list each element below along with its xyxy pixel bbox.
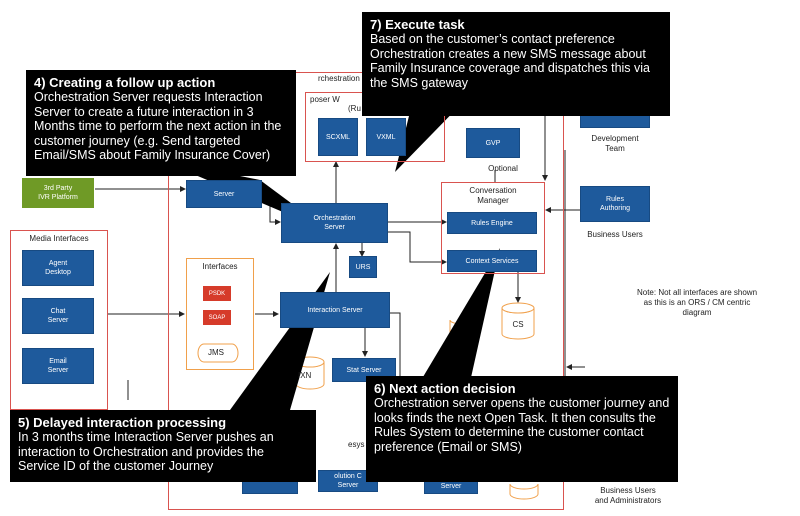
business-users-label: Business Users [587, 230, 643, 239]
callout-step-7-title: 7) Execute task [370, 17, 465, 32]
composer-partial2: (Ru [348, 104, 361, 113]
callout-step-7-body: Based on the customer’s contact preferen… [370, 32, 651, 90]
bottom-partial-1: esys P [348, 440, 373, 449]
vxml-box: VXML [366, 118, 406, 156]
gvp-box: GVP [466, 128, 520, 158]
cs-database-top [501, 302, 535, 314]
callout-step-7: 7) Execute task Based on the customer’s … [362, 12, 670, 116]
scxml-box: SCXML [318, 118, 358, 156]
frame-partial-title: rchestration [318, 74, 360, 83]
ixn-label: IXN [298, 371, 312, 380]
soap-tag: SOAP [203, 310, 231, 325]
callout-step-4-title: 4) Creating a follow up action [34, 75, 216, 90]
optional-label: Optional [488, 164, 518, 173]
rules-authoring: Rules Authoring [580, 186, 650, 222]
rules-engine: Rules Engine [447, 212, 537, 234]
callout-step-6-body: Orchestration server opens the customer … [374, 396, 670, 454]
interfaces-frame [186, 258, 254, 370]
cs-label: CS [512, 320, 524, 329]
interaction-server: Interaction Server [280, 292, 390, 328]
conversation-manager-frame [441, 182, 545, 274]
agent-desktop: Agent Desktop [22, 250, 94, 286]
callout-step-6-title: 6) Next action decision [374, 381, 516, 396]
context-services: Context Services [447, 250, 537, 272]
callout-step-5: 5) Delayed interaction processing In 3 m… [10, 410, 316, 482]
bottom-partial-2: olution C Server [318, 470, 378, 492]
composer-partial: poser W [310, 95, 340, 104]
psdk-tag: PSDK [203, 286, 231, 301]
interfaces-label: Interfaces [202, 262, 238, 271]
callout-step-6: 6) Next action decision Orchestration se… [366, 376, 678, 482]
callout-step-4: 4) Creating a follow up action Orchestra… [26, 70, 296, 176]
business-users-admins-label: Business Users and Administrators [594, 486, 662, 505]
orchestration-server: Orchestration Server [281, 203, 388, 243]
urs-box: URS [349, 256, 377, 278]
jms-cylinder [197, 343, 239, 363]
development-team-label: Development Team [591, 134, 639, 153]
callout-step-5-body: In 3 months time Interaction Server push… [18, 430, 274, 473]
email-server: Email Server [22, 348, 94, 384]
jms-label: JMS [208, 348, 224, 357]
chat-server: Chat Server [22, 298, 94, 334]
db-bottom [509, 483, 539, 500]
callout-step-5-title: 5) Delayed interaction processing [18, 415, 227, 430]
third-party-ivr: 3rd Party IVR Platform [22, 178, 94, 208]
callout-step-4-body: Orchestration Server requests Interactio… [34, 90, 282, 162]
line-interaction-down [390, 312, 401, 400]
note-text: Note: Not all interfaces are shown as th… [636, 288, 758, 317]
arrow-orch-context [388, 231, 447, 265]
partial-server-box: Server [186, 180, 262, 208]
media-interfaces-label: Media Interfaces [29, 234, 89, 243]
conversation-manager-label: Conversation Manager [469, 186, 517, 205]
pointer-c6 [420, 248, 500, 382]
media-interfaces-frame [10, 230, 108, 410]
